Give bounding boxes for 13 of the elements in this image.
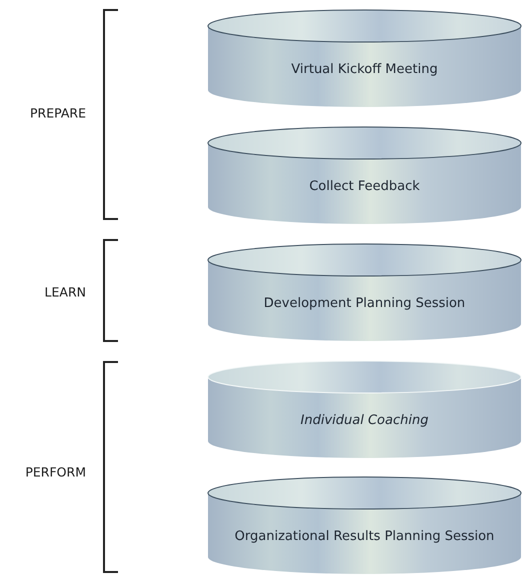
cylinder: [207, 9, 522, 107]
cylinder: [207, 360, 522, 458]
phase-label: PREPARE: [30, 106, 86, 120]
phase-label: PERFORM: [25, 464, 86, 480]
cylinder: [207, 243, 522, 341]
cylinder-label: Development Planning Session: [262, 294, 466, 313]
cylinder-label: Organizational Results Planning Session: [234, 528, 496, 546]
cylinder-label: Collect Feedback: [308, 178, 421, 196]
cylinder-label: Individual Coaching: [300, 412, 430, 430]
cylinder-label: Virtual Kickoff Meeting: [290, 60, 439, 79]
phase-label: LEARN: [44, 284, 86, 300]
cylinder: [207, 476, 522, 574]
cylinder: [207, 126, 522, 224]
